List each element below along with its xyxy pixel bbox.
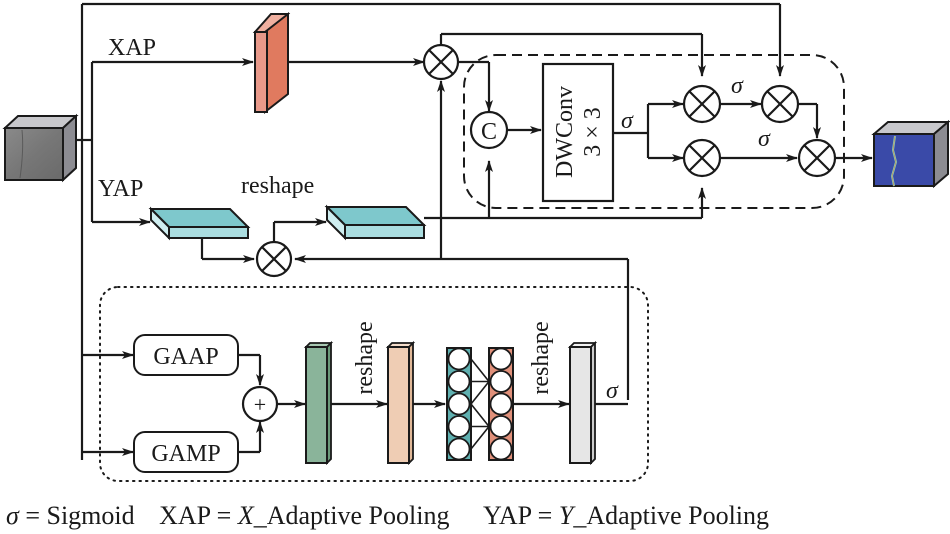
xap-pooled-tensor [252,11,291,115]
svg-text:+: + [254,392,266,417]
concat-node: C [469,110,509,150]
channel-attention-module-border [99,286,649,482]
output-feature-cube [871,119,950,189]
legend-xap-def: _Adaptive Pooling [253,501,450,530]
svg-text:GAAP: GAAP [153,344,218,370]
multiply-node-a [682,84,722,124]
multiply-node-d [797,138,837,178]
mlp-layer-input [446,347,472,461]
legend-yap-def: _Adaptive Pooling [572,501,769,530]
reshape-label-2: reshape [528,321,554,394]
sigma-label-dwconv: σ [621,108,634,134]
legend-sigma-def: = Sigmoid [19,501,135,530]
legend-yap-italic: Y [559,501,576,530]
mlp-connections [470,358,490,450]
yap-pooled-tensor [148,206,251,241]
green-feature-bar [303,340,334,466]
sigma-label-a: σ [731,73,744,99]
multiply-node-c [760,84,800,124]
add-node: + [241,385,279,423]
reshape-label-1: reshape [352,321,378,394]
dwconv-kernel-label: 3 × 3 [580,107,606,157]
legend: σ = Sigmoid XAP = X_Adaptive Pooling YAP… [6,501,769,530]
legend-xap-italic: X [237,501,255,530]
multiply-node-yap [255,240,293,278]
input-trunk [76,2,784,460]
sigma-label-b: σ [758,126,771,152]
yap-reshaped-tensor [324,204,427,241]
svg-text:GAMP: GAMP [151,441,220,467]
gray-feature-bar [567,340,598,466]
multiply-node-top [422,43,460,81]
multiply-node-b [682,138,722,178]
dwconv-block: DWConv 3 × 3 [541,62,615,203]
reshape-label-top: reshape [241,173,314,199]
peach-feature-bar [385,340,416,466]
yap-label: YAP [98,176,143,202]
legend-yap-key: YAP = [483,501,559,530]
legend-xap-key: XAP = [159,501,238,530]
input-feature-cube [2,113,79,183]
gaap-block: GAAP [133,334,239,376]
legend-sigma-symbol: σ [6,501,20,530]
dwconv-label: DWConv [552,86,578,178]
svg-text:C: C [481,119,497,145]
sigma-label-channel: σ [606,378,619,404]
mlp-layer-output [488,347,514,461]
attention-fusion-module-border [463,54,845,209]
xap-label: XAP [108,35,156,61]
gamp-block: GAMP [133,431,239,473]
